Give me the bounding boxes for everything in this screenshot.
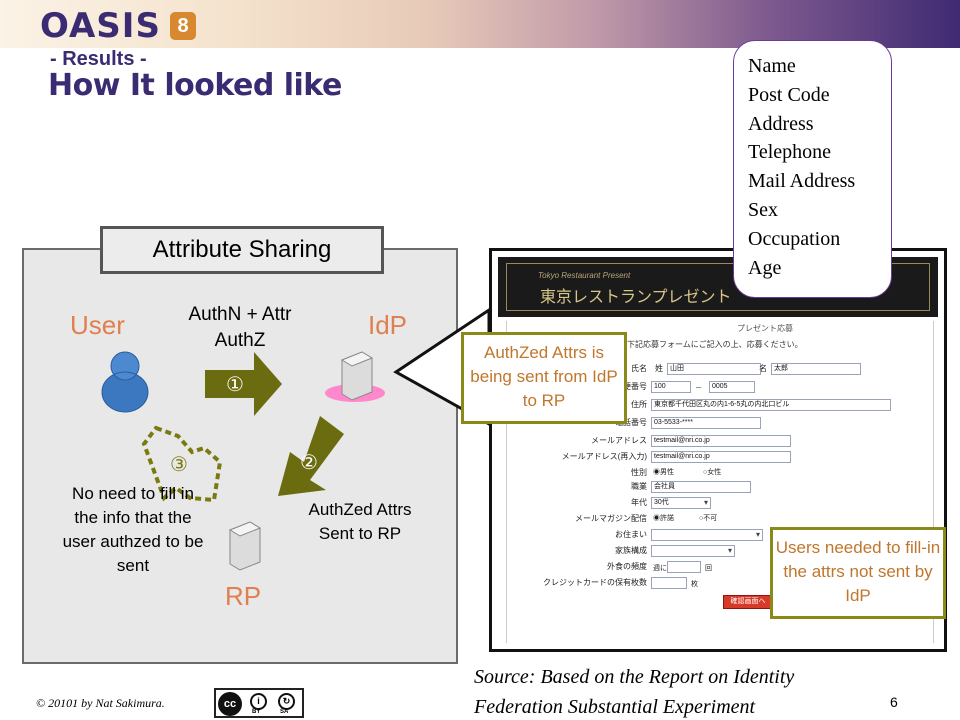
mail-field[interactable]: testmail@nri.co.jp: [651, 435, 791, 447]
idp-server-icon: [325, 351, 385, 402]
form-screenshot: Tokyo Restaurant Present 東京レストランプレゼント プレ…: [489, 248, 947, 652]
dining-field[interactable]: [667, 561, 701, 573]
family-select[interactable]: [651, 545, 735, 557]
screenshot-tagline: Tokyo Restaurant Present: [538, 271, 631, 280]
postcode-separator: －: [695, 385, 702, 392]
arrow-step3: [141, 425, 223, 503]
attribute-telephone: Telephone: [748, 141, 832, 164]
attribute-occupation: Occupation: [748, 227, 841, 250]
oasis-logo-mark-icon: 8: [170, 12, 196, 40]
mail-confirm-label: メールアドレス(再入力): [561, 452, 647, 461]
attrs-needed-callout: Users needed to fill-in the attrs not se…: [770, 527, 946, 619]
attribute-age: Age: [748, 256, 782, 279]
cc-icon: cc: [218, 692, 242, 716]
cc-by-label: BY: [252, 709, 261, 715]
step3-number: ③: [170, 454, 188, 476]
occupation-field[interactable]: 会社員: [651, 481, 751, 493]
slide-title: How It looked like: [48, 68, 342, 103]
dining-suffix: 回: [705, 565, 712, 572]
attribute-sharing-panel: [22, 248, 458, 664]
authn-label: AuthN + Attr AuthZ: [188, 304, 292, 351]
name-label: 氏名: [631, 364, 647, 373]
sex-label: 性別: [631, 468, 647, 477]
slide-subtitle: - Results -: [50, 48, 147, 70]
user-icon: [101, 351, 149, 413]
postcode-part1-field[interactable]: 100: [651, 381, 691, 393]
cards-label: クレジットカードの保有枚数: [543, 578, 647, 587]
sex-male-radio[interactable]: ◉男性: [653, 469, 674, 476]
share-alike-icon: ↻: [278, 693, 295, 710]
oasis-logo: OASIS: [40, 6, 161, 46]
attribute-name: Name: [748, 55, 796, 77]
dining-label: 外食の頻度: [607, 562, 647, 571]
arrow-step1: [205, 352, 282, 416]
mail-confirm-field[interactable]: testmail@nri.co.jp: [651, 451, 791, 463]
attribute-mail-address: Mail Address: [748, 170, 856, 193]
attribute-address: Address: [748, 112, 814, 135]
screenshot-header: Tokyo Restaurant Present 東京レストランプレゼント: [498, 257, 938, 317]
phone-field[interactable]: 03-5533-****: [651, 417, 761, 429]
page-number: 6: [890, 694, 898, 710]
mail-label: メールアドレス: [591, 436, 647, 445]
residence-select[interactable]: [651, 529, 763, 541]
phone-label: 電話番号: [615, 418, 647, 427]
rp-server-icon: [228, 521, 262, 571]
sex-female-radio[interactable]: ○女性: [703, 469, 722, 476]
magazine-accept-radio[interactable]: ◉許諾: [653, 515, 674, 522]
dining-prefix: 週に: [653, 565, 667, 572]
family-label: 家族構成: [615, 546, 647, 555]
user-label: User: [70, 310, 125, 340]
confirm-button[interactable]: 確認画面へ: [723, 595, 773, 609]
attribute-sharing-tab: Attribute Sharing: [100, 226, 384, 274]
last-name-field[interactable]: 山田: [667, 363, 761, 375]
address-field[interactable]: 東京都千代田区丸の内1-6-5丸の内北口ビル: [651, 399, 891, 411]
source-line-2: Federation Substantial Experiment: [474, 696, 756, 718]
registration-form: プレゼント応募 下記応募フォームにご記入の上、応募ください。 氏名 姓 山田 名…: [506, 321, 934, 643]
last-name-prefix: 姓: [655, 364, 663, 373]
idp-label: IdP: [368, 310, 408, 340]
address-label: 住所: [631, 400, 647, 409]
cc-sa-label: SA: [280, 709, 289, 715]
first-name-field[interactable]: 太郎: [771, 363, 861, 375]
copyright: © 20101 by Nat Sakimura.: [36, 696, 165, 710]
sent-to-rp-label: AuthZed Attrs Sent to RP: [308, 500, 412, 543]
attribute-list: Name Post Code Address Telephone Mail Ad…: [748, 52, 855, 282]
attrs-sent-callout: AuthZed Attrs is being sent from IdP to …: [461, 332, 627, 424]
cards-field[interactable]: [651, 577, 687, 589]
attribute-bubble: [733, 40, 892, 298]
form-intro: 下記応募フォームにご記入の上、応募ください。: [627, 340, 803, 349]
postcode-label: 郵便番号: [615, 382, 647, 391]
cards-suffix: 枚: [691, 581, 698, 588]
source-line-1: Source: Based on the Report on Identity: [474, 666, 795, 688]
age-label: 年代: [631, 498, 647, 507]
creative-commons-badge: cc i ↻ BY SA: [214, 688, 304, 718]
attribution-icon: i: [250, 693, 267, 710]
residence-label: お住まい: [615, 530, 647, 539]
occupation-label: 職業: [631, 482, 647, 491]
source-note: Source: Based on the Report on Identity …: [474, 662, 794, 720]
attribute-post-code: Post Code: [748, 83, 830, 106]
magazine-reject-radio[interactable]: ○不可: [699, 515, 718, 522]
magazine-label: メールマガジン配信: [575, 514, 647, 523]
postcode-part2-field[interactable]: 0005: [709, 381, 755, 393]
step2-number: ②: [300, 452, 318, 474]
screenshot-brand: 東京レストランプレゼント: [540, 287, 732, 306]
form-title: プレゼント応募: [737, 324, 793, 333]
attribute-sex: Sex: [748, 198, 778, 221]
no-need-label: No need to fill in the info that the use…: [62, 484, 204, 575]
arrow-step2: [278, 416, 344, 496]
age-select[interactable]: 30代: [651, 497, 711, 509]
step1-number: ①: [226, 374, 244, 396]
rp-label: RP: [225, 581, 262, 611]
first-name-prefix: 名: [759, 364, 767, 373]
